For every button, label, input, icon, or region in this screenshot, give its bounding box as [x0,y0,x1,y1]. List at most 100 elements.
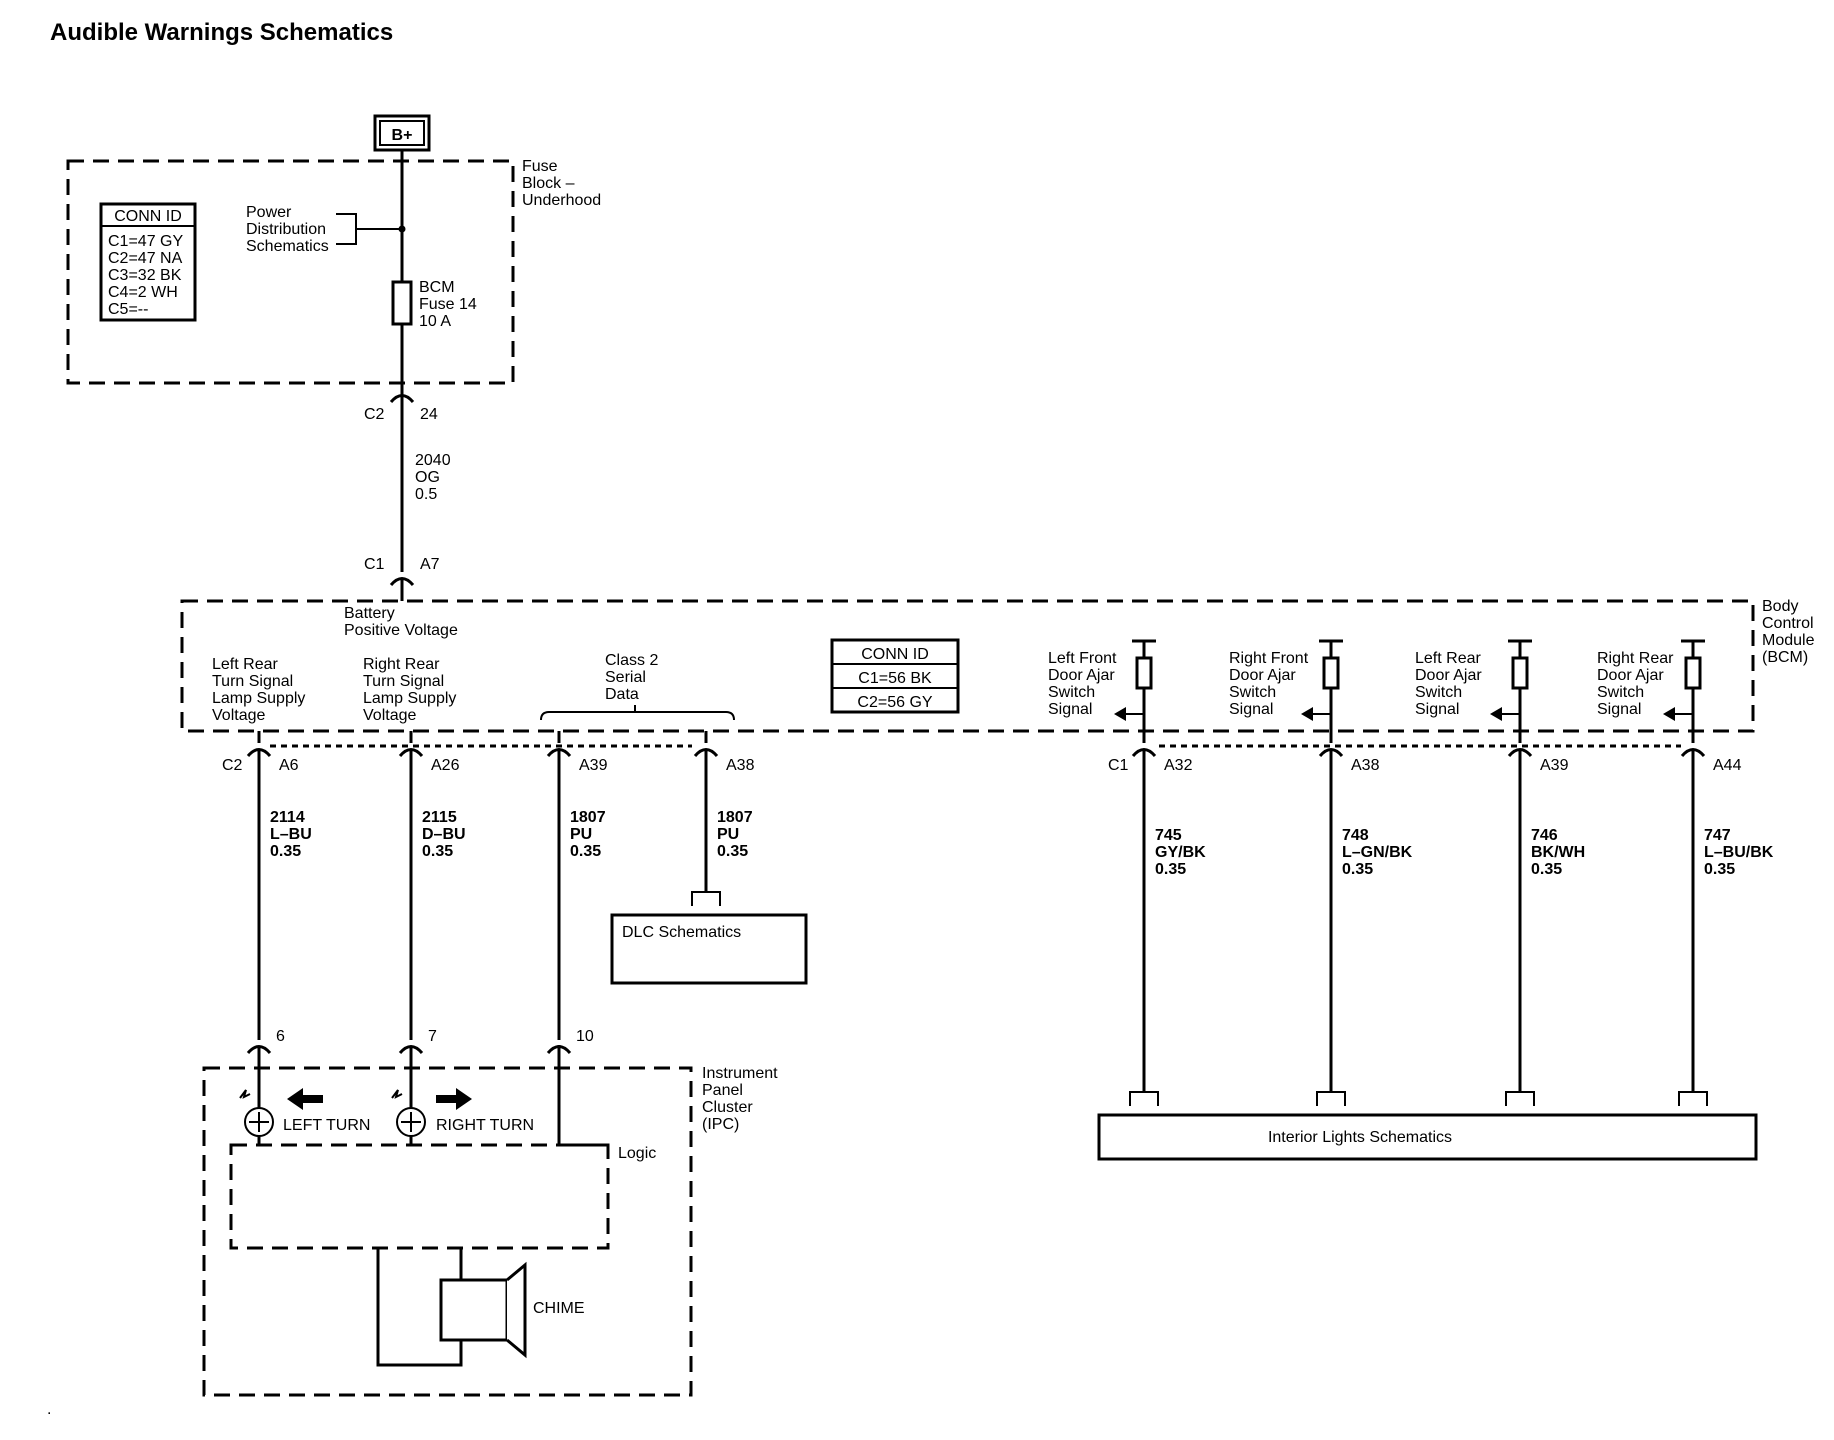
logic-block [229,1143,610,1250]
right-arrow-icon [436,1088,472,1110]
fuse-block-outline [66,159,515,385]
connector-pin: 24 [420,406,438,423]
conn-id-line: C2=47 NA [108,250,183,267]
connector-pin: A39 [1540,757,1569,774]
connector-terminal [246,1045,272,1055]
conn-id-line: C3=32 BK [108,267,182,284]
connector-terminal [1507,748,1533,758]
dlc-connector [691,891,721,906]
bcm-conn-id: CONN ID C1=56 BK C2=56 GY [830,638,960,714]
connector-terminal [1131,748,1157,758]
margin-dot: . [47,1401,51,1418]
connector-pin: A39 [579,757,608,774]
connector-terminal [546,748,572,758]
chime-speaker-icon [439,1261,527,1359]
dlc-schematics-box [610,913,808,985]
b-plus-label: B+ [392,127,413,144]
conn-id-line: C1=56 BK [858,670,932,687]
connector-name: C1 [1108,757,1129,774]
conn-id-heading: CONN ID [114,208,182,225]
bcm-fuse-label: BCM Fuse 14 10 A [419,279,481,330]
left-turn-label: LEFT TURN [283,1117,370,1134]
ipc-name: Instrument Panel Cluster (IPC) [702,1065,782,1133]
connector-pin: A26 [431,757,460,774]
conn-id-line: C5=-- [108,301,148,318]
right-turn-indicator: RIGHT TURN [391,1088,534,1137]
connector-name: C2 [222,757,243,774]
conn-id-line: C4=2 WH [108,284,178,301]
interior-connector [1678,1091,1708,1106]
connector-name: C2 [364,406,385,423]
signal-arrow-icon [1663,707,1675,721]
connector-pin: A38 [726,757,755,774]
lamp-glow-icon [239,1089,251,1099]
power-ref-bracket [336,213,402,245]
pullup-resistor [1135,656,1153,690]
battery-supply: B+ [373,114,431,152]
power-distribution-ref: Power Distribution Schematics [246,204,330,255]
signal-arrow-icon [1490,707,1502,721]
connector-pin: A7 [420,556,440,573]
battery-positive-label: Battery Positive Voltage [344,605,458,639]
signal-arrow-icon [1114,707,1126,721]
interior-connector [1505,1091,1535,1106]
class2-bracket [540,711,735,721]
bcm-outline [180,599,1755,733]
chime-label: CHIME [533,1300,585,1317]
connector-pin: A44 [1713,757,1742,774]
lamp-glow-icon [391,1089,403,1099]
ipc-outline [202,1066,693,1397]
ipc-pin: 7 [428,1028,437,1045]
rr-turn-signal-label: Right Rear Turn Signal Lamp Supply Volta… [363,656,461,724]
interior-connector [1129,1091,1159,1106]
fuse-block-conn-id: CONN ID C1=47 GY C2=47 NA C3=32 BK C4=2 … [99,202,197,322]
connector-name: C1 [364,556,385,573]
feed-wire-spec: 2040 OG 0.5 [415,452,455,503]
connector-terminal [246,748,272,758]
signal-arrow-icon [1301,707,1313,721]
ipc-pin: 6 [276,1028,285,1045]
dlc-schematics-label: DLC Schematics [622,924,741,941]
class2-serial-label: Class 2 Serial Data [605,652,663,703]
conn-id-heading: CONN ID [861,646,929,663]
connector-terminal [1318,748,1344,758]
right-turn-label: RIGHT TURN [436,1117,534,1134]
connector-pin: A32 [1164,757,1193,774]
interior-lights-box [1097,1113,1758,1161]
interior-lights-label: Interior Lights Schematics [1268,1129,1452,1146]
connector-pin: A38 [1351,757,1380,774]
logic-label: Logic [618,1145,656,1162]
page-title: Audible Warnings Schematics [50,19,393,46]
bcm-name: Body Control Module (BCM) [1762,598,1819,666]
conn-id-line: C2=56 GY [857,694,932,711]
pullup-resistor [1511,656,1529,690]
lr-turn-signal-label: Left Rear Turn Signal Lamp Supply Voltag… [212,656,310,724]
connector-pin: A6 [279,757,299,774]
connector-terminal [398,1045,424,1055]
pullup-resistor [1322,656,1340,690]
interior-connector [1316,1091,1346,1106]
fuse-block-name: Fuse Block – Underhood [522,158,601,209]
left-turn-indicator: LEFT TURN [239,1088,370,1137]
connector-terminal [1680,748,1706,758]
conn-id-line: C1=47 GY [108,233,183,250]
ipc-pin: 10 [576,1028,594,1045]
pullup-resistor [1684,656,1702,690]
connector-terminal [693,748,719,758]
left-arrow-icon [287,1088,323,1110]
